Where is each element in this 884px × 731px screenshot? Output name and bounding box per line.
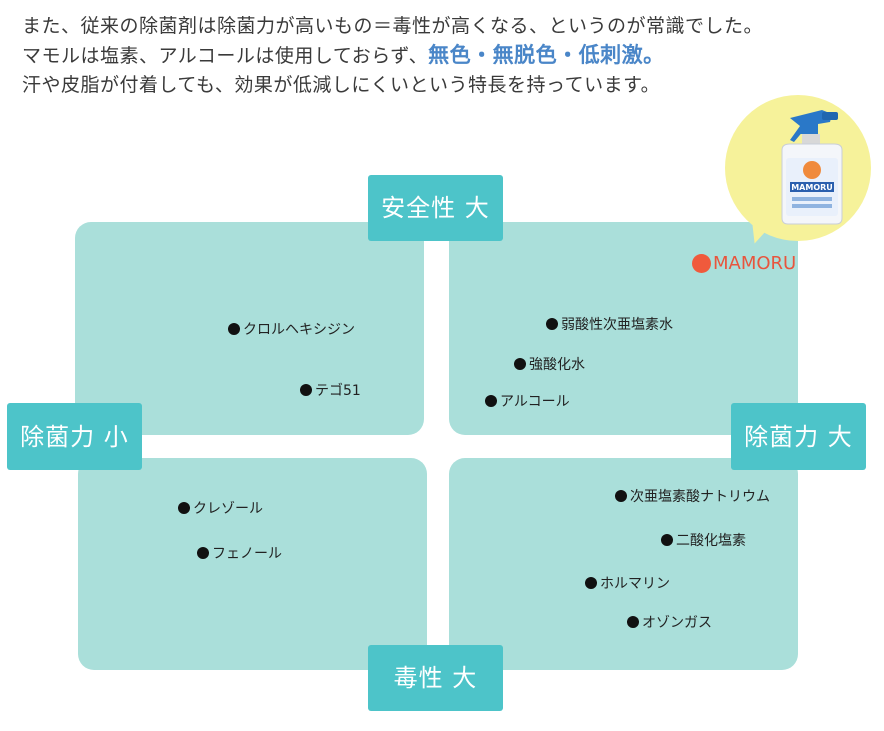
list-item: 強酸化水 <box>514 354 585 374</box>
spray-bottle-icon: MAMORU <box>781 110 843 225</box>
list-item: クロルヘキシジン <box>228 319 355 339</box>
bullet-dot-icon <box>300 384 312 396</box>
mamoru-item: MAMORU <box>692 253 796 274</box>
axis-label-safety-high: 安全性 大 <box>368 175 503 241</box>
intro-line-3: 汗や皮脂が付着しても、効果が低減しにくいという特長を持っています。 <box>22 74 661 96</box>
axis-label-sterilization-low: 除菌力 小 <box>7 403 142 470</box>
list-item: アルコール <box>485 391 570 411</box>
list-item: フェノール <box>197 543 282 563</box>
list-item: ホルマリン <box>585 573 670 593</box>
list-item: テゴ51 <box>300 380 361 400</box>
bottle-label: MAMORU <box>791 183 833 192</box>
list-item: 次亜塩素酸ナトリウム <box>615 486 770 506</box>
bullet-dot-icon <box>197 547 209 559</box>
bullet-dot-icon <box>692 254 711 273</box>
list-item: オゾンガス <box>627 612 712 632</box>
intro-line-2-text: マモルは塩素、アルコールは使用しておらず、 <box>22 45 429 67</box>
quadrant-bottom-left <box>78 458 427 670</box>
bullet-dot-icon <box>228 323 240 335</box>
bullet-dot-icon <box>661 534 673 546</box>
list-item: クレゾール <box>178 498 263 518</box>
intro-highlight: 無色・無脱色・低刺激。 <box>428 43 665 67</box>
axis-label-sterilization-high: 除菌力 大 <box>731 403 866 470</box>
bullet-dot-icon <box>514 358 526 370</box>
quadrant-top-right <box>449 222 798 435</box>
axis-label-toxicity-high: 毒性 大 <box>368 645 503 711</box>
bullet-dot-icon <box>546 318 558 330</box>
bullet-dot-icon <box>627 616 639 628</box>
intro-line-1: また、従来の除菌剤は除菌力が高いもの＝毒性が高くなる、というのが常識でした。 <box>22 15 764 37</box>
intro-text: また、従来の除菌剤は除菌力が高いもの＝毒性が高くなる、というのが常識でした。 マ… <box>22 12 872 100</box>
bullet-dot-icon <box>615 490 627 502</box>
list-item: 二酸化塩素 <box>661 530 746 550</box>
list-item: 弱酸性次亜塩素水 <box>546 314 673 334</box>
bullet-dot-icon <box>585 577 597 589</box>
intro-line-2: マモルは塩素、アルコールは使用しておらず、無色・無脱色・低刺激。 <box>22 41 872 71</box>
bullet-dot-icon <box>485 395 497 407</box>
bullet-dot-icon <box>178 502 190 514</box>
quadrant-top-left <box>75 222 424 435</box>
